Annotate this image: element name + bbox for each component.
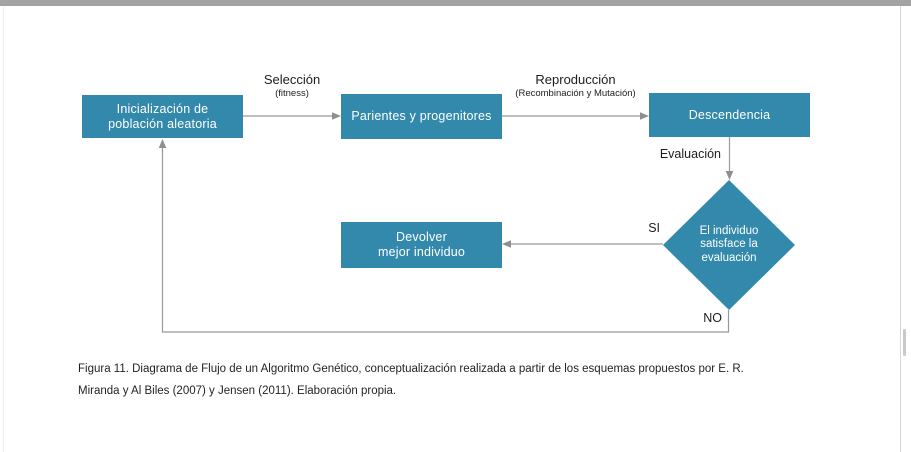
flow-node-initialization: Inicialización de población aleatoria: [82, 95, 243, 138]
flow-node-parents-label: Parientes y progenitores: [351, 109, 492, 123]
flow-node-offspring-label: Descendencia: [688, 107, 771, 122]
arrow-no-feedback: [158, 139, 730, 333]
edge-label-reproduction-subtitle: (Recombinación y Mutación): [515, 88, 636, 99]
edge-label-yes: SI: [648, 221, 660, 235]
page-border-left: [3, 6, 4, 452]
flow-node-decision-label: El individuo satisface la evaluación: [699, 224, 759, 264]
figure-caption-line1: Figura 11. Diagrama de Flujo de un Algor…: [78, 363, 744, 375]
figure-caption-line2: Miranda y Al Biles (2007) y Jensen (2011…: [78, 385, 397, 397]
flow-node-parents: Parientes y progenitores: [341, 94, 502, 139]
viewer-top-bar: [0, 0, 911, 6]
edge-label-selection: Selección (fitness): [217, 72, 367, 100]
arrow-yes: [502, 240, 663, 248]
scrollbar-thumb[interactable]: [903, 329, 906, 356]
flow-node-offspring: Descendencia: [649, 93, 810, 137]
flow-node-return-best: Devolver mejor individuo: [341, 222, 502, 268]
arrow-selection: [243, 112, 341, 120]
flow-node-initialization-label: Inicialización de población aleatoria: [108, 101, 217, 131]
edge-label-selection-title: Selección: [263, 72, 321, 87]
edge-label-reproduction: Reproducción (Recombinación y Mutación): [480, 72, 671, 100]
figure-caption: Figura 11. Diagrama de Flujo de un Algor…: [78, 358, 868, 402]
page-border-right: [900, 6, 901, 452]
arrow-evaluation: [725, 137, 734, 180]
decision-diamond-shape: [663, 180, 795, 310]
flow-node-decision: El individuo satisface la evaluación: [664, 188, 794, 302]
arrow-reproduction: [502, 112, 649, 120]
edge-label-selection-subtitle: (fitness): [275, 88, 309, 99]
edge-label-reproduction-title: Reproducción: [535, 72, 616, 87]
edge-label-evaluation: Evaluación: [659, 147, 721, 161]
flow-node-return-best-label: Devolver mejor individuo: [377, 230, 466, 259]
edge-label-no: NO: [703, 311, 722, 325]
